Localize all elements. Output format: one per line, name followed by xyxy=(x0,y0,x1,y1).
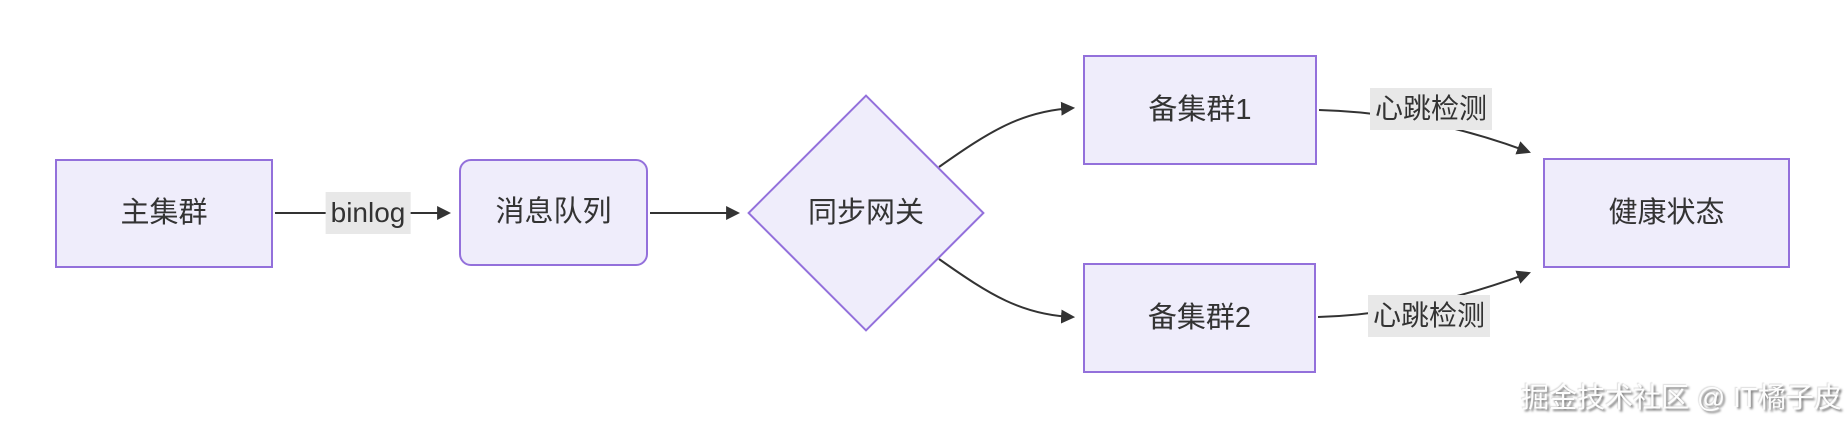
edge-label-heartbeat-1: 心跳检测 xyxy=(1369,88,1493,130)
node-health-status-label: 健康状态 xyxy=(1608,196,1725,229)
node-backup-cluster-2: 备集群2 xyxy=(1083,263,1316,373)
node-main-cluster: 主集群 xyxy=(55,159,273,268)
node-backup-cluster-1-label: 备集群1 xyxy=(1148,93,1252,126)
edge-label-binlog: binlog xyxy=(325,192,411,234)
node-health-status: 健康状态 xyxy=(1543,158,1790,268)
node-message-queue: 消息队列 xyxy=(459,159,648,266)
node-sync-gateway-label: 同步网关 xyxy=(807,197,924,229)
edge-label-heartbeat-2: 心跳检测 xyxy=(1367,295,1491,337)
watermark: 掘金技术社区 @ IT橘子皮 xyxy=(1521,382,1842,413)
node-backup-cluster-2-label: 备集群2 xyxy=(1147,301,1252,334)
node-message-queue-label: 消息队列 xyxy=(495,196,612,228)
edge-gateway-to-backup1 xyxy=(938,101,1076,168)
edge-gateway-to-backup2 xyxy=(938,258,1076,324)
node-backup-cluster-1: 备集群1 xyxy=(1083,55,1317,165)
node-main-cluster-label: 主集群 xyxy=(120,197,208,229)
